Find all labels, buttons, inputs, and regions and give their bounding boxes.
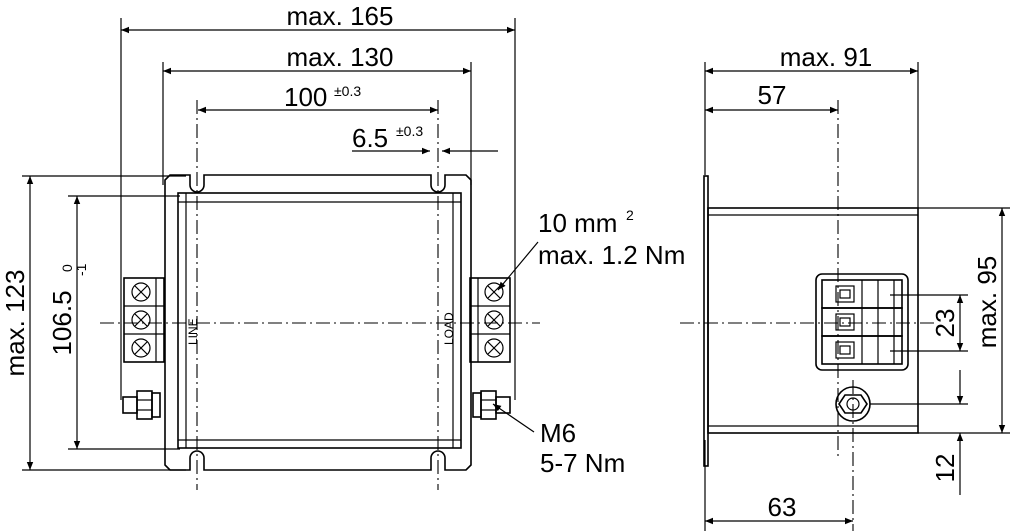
dim-height: max. 95	[972, 208, 1006, 433]
dim-hole-spacing-text: 100	[284, 82, 327, 112]
front-centerlines	[100, 100, 540, 490]
dim-hole-height-tol-lower: -1	[73, 263, 89, 276]
dim-terminal-pos: 57	[705, 80, 838, 114]
label-line: LINE	[186, 318, 200, 345]
dim-slot-width-tol: ±0.3	[396, 123, 423, 139]
terminal-cross-section-exp: 2	[626, 207, 634, 223]
dim-overall-height-text: max. 123	[0, 270, 30, 377]
side-body	[707, 207, 919, 434]
dim-hole-height-text: 106.5	[47, 290, 77, 355]
side-centerlines	[680, 100, 935, 531]
dim-hole-spacing-tol: ±0.3	[334, 83, 361, 99]
dim-hole-height-tol-upper: 0	[59, 264, 75, 272]
dim-depth-text: max. 91	[780, 42, 873, 72]
dim-overall-height: max. 123	[0, 176, 34, 470]
dim-overall-width-text: max. 165	[287, 1, 394, 31]
dim-terminal-pos-text: 57	[758, 80, 787, 110]
terminal-cross-section-text: 10 mm	[538, 208, 617, 238]
terminal-callout: 10 mm 2 max. 1.2 Nm	[497, 207, 685, 291]
side-terminals	[821, 279, 903, 365]
right-ground-stud	[472, 390, 511, 420]
filter-body	[177, 192, 462, 449]
dim-body-width-text: max. 130	[287, 42, 394, 72]
dim-depth: max. 91	[705, 42, 918, 75]
dim-terminal-pitch-text: 23	[930, 309, 960, 338]
dim-height-text: max. 95	[972, 256, 1002, 349]
load-terminal-block	[469, 277, 511, 363]
stud-callout: M6 5-7 Nm	[492, 403, 625, 478]
dim-slot-width-text: 6.5	[352, 123, 388, 153]
front-extension-lines	[22, 18, 516, 471]
side-view: max. 91 57 max. 95 23 12 63	[680, 42, 1010, 531]
dim-hole-spacing: 100 ±0.3	[198, 82, 438, 114]
side-extension-lines	[704, 62, 1010, 531]
side-terminal-window	[815, 273, 909, 371]
line-terminal-block	[123, 277, 165, 363]
dim-stud-height-text: 12	[930, 454, 960, 483]
dim-stud-height: 12	[930, 370, 964, 495]
terminal-torque-text: max. 1.2 Nm	[538, 240, 685, 270]
dim-overall-width: max. 165	[121, 1, 515, 34]
dim-stud-pos-text: 63	[768, 492, 797, 522]
label-load: LOAD	[442, 312, 456, 345]
left-ground-stud	[122, 390, 161, 420]
dim-body-width: max. 130	[163, 42, 471, 75]
mounting-flange	[164, 174, 472, 471]
dim-terminal-pitch: 23	[930, 295, 964, 351]
dim-hole-height: 106.5 0 -1	[47, 196, 89, 449]
dim-stud-pos: 63	[705, 492, 853, 525]
ground-stud-text: M6	[540, 418, 576, 448]
ground-stud-torque-text: 5-7 Nm	[540, 448, 625, 478]
front-view: max. 165 max. 130 100 ±0.3 6.5 ±0.3 max.…	[0, 1, 685, 490]
dim-slot-width: 6.5 ±0.3	[352, 123, 498, 155]
